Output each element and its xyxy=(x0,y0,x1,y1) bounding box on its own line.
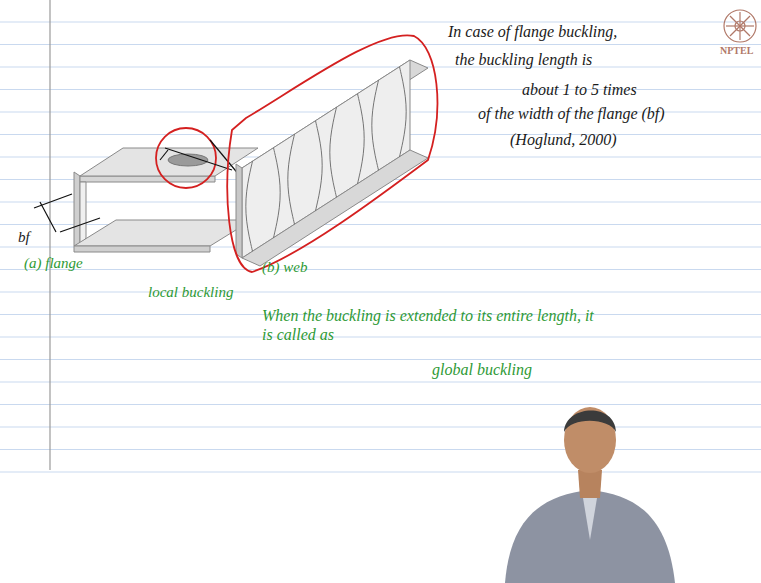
note-text: of the width of the flange (bf) xyxy=(478,104,665,123)
margin-line xyxy=(49,0,50,470)
bottom-flange xyxy=(242,150,428,266)
web-face xyxy=(80,182,86,244)
web-edge xyxy=(236,164,242,258)
sketch-line xyxy=(165,148,232,170)
logo xyxy=(724,10,756,42)
buckle-wave xyxy=(316,121,323,211)
highlight-circle xyxy=(156,128,216,188)
buckle-wave xyxy=(288,134,295,224)
ruled-lines xyxy=(0,22,761,472)
top-flange xyxy=(80,148,258,176)
flange-edge xyxy=(74,246,210,252)
note-text: (a) flange xyxy=(24,254,83,272)
note-text: (Hoglund, 2000) xyxy=(510,130,617,149)
buckle-wave xyxy=(358,94,365,184)
logo-spoke xyxy=(730,16,750,36)
web-face xyxy=(242,60,410,258)
buckle-wave xyxy=(330,107,337,197)
ruled-line xyxy=(0,22,761,23)
ruled-line xyxy=(0,67,761,68)
channel-section-b xyxy=(236,60,428,266)
ruled-line xyxy=(0,337,761,338)
dimension-line xyxy=(34,194,72,208)
neck xyxy=(578,470,602,498)
buckle-waves xyxy=(246,67,406,252)
sketch-lines xyxy=(34,140,240,232)
logo-ring xyxy=(724,10,756,42)
ruled-line xyxy=(0,292,761,293)
collar xyxy=(583,498,597,540)
flange-edge xyxy=(80,176,215,182)
note-text: local buckling xyxy=(148,283,233,301)
dimension-line xyxy=(40,202,56,232)
presenter xyxy=(505,407,675,583)
ruled-line xyxy=(0,359,761,360)
ruled-line xyxy=(0,449,761,450)
ruled-line xyxy=(0,269,761,270)
ruled-line xyxy=(0,427,761,428)
note-text: In case of flange buckling, xyxy=(448,22,617,41)
web-edge xyxy=(74,172,80,250)
logo-spoke xyxy=(730,16,750,36)
note-text: about 1 to 5 times xyxy=(522,80,637,99)
head xyxy=(564,407,616,473)
ruled-line xyxy=(0,472,761,473)
bottom-flange xyxy=(74,220,252,246)
highlight-outline xyxy=(227,35,437,272)
buckle-wave xyxy=(372,80,379,170)
watermark: NPTEL xyxy=(720,45,753,57)
buckle-wave xyxy=(400,67,407,157)
note-text: When the buckling is extended to its ent… xyxy=(262,306,602,344)
note-text: global buckling xyxy=(432,360,532,379)
note-text: (b) web xyxy=(262,258,307,276)
note-text: bf xyxy=(18,228,30,246)
buckle-wave xyxy=(274,148,281,238)
sketch-line xyxy=(160,150,168,160)
ruled-line xyxy=(0,44,761,45)
hair xyxy=(564,411,616,432)
shirt xyxy=(505,490,675,583)
ruled-line xyxy=(0,404,761,405)
note-text: the buckling length is xyxy=(455,50,592,69)
ruled-line xyxy=(0,202,761,203)
buckle-wave xyxy=(246,161,253,251)
dimension-line xyxy=(60,218,100,232)
ruled-line xyxy=(0,382,761,383)
